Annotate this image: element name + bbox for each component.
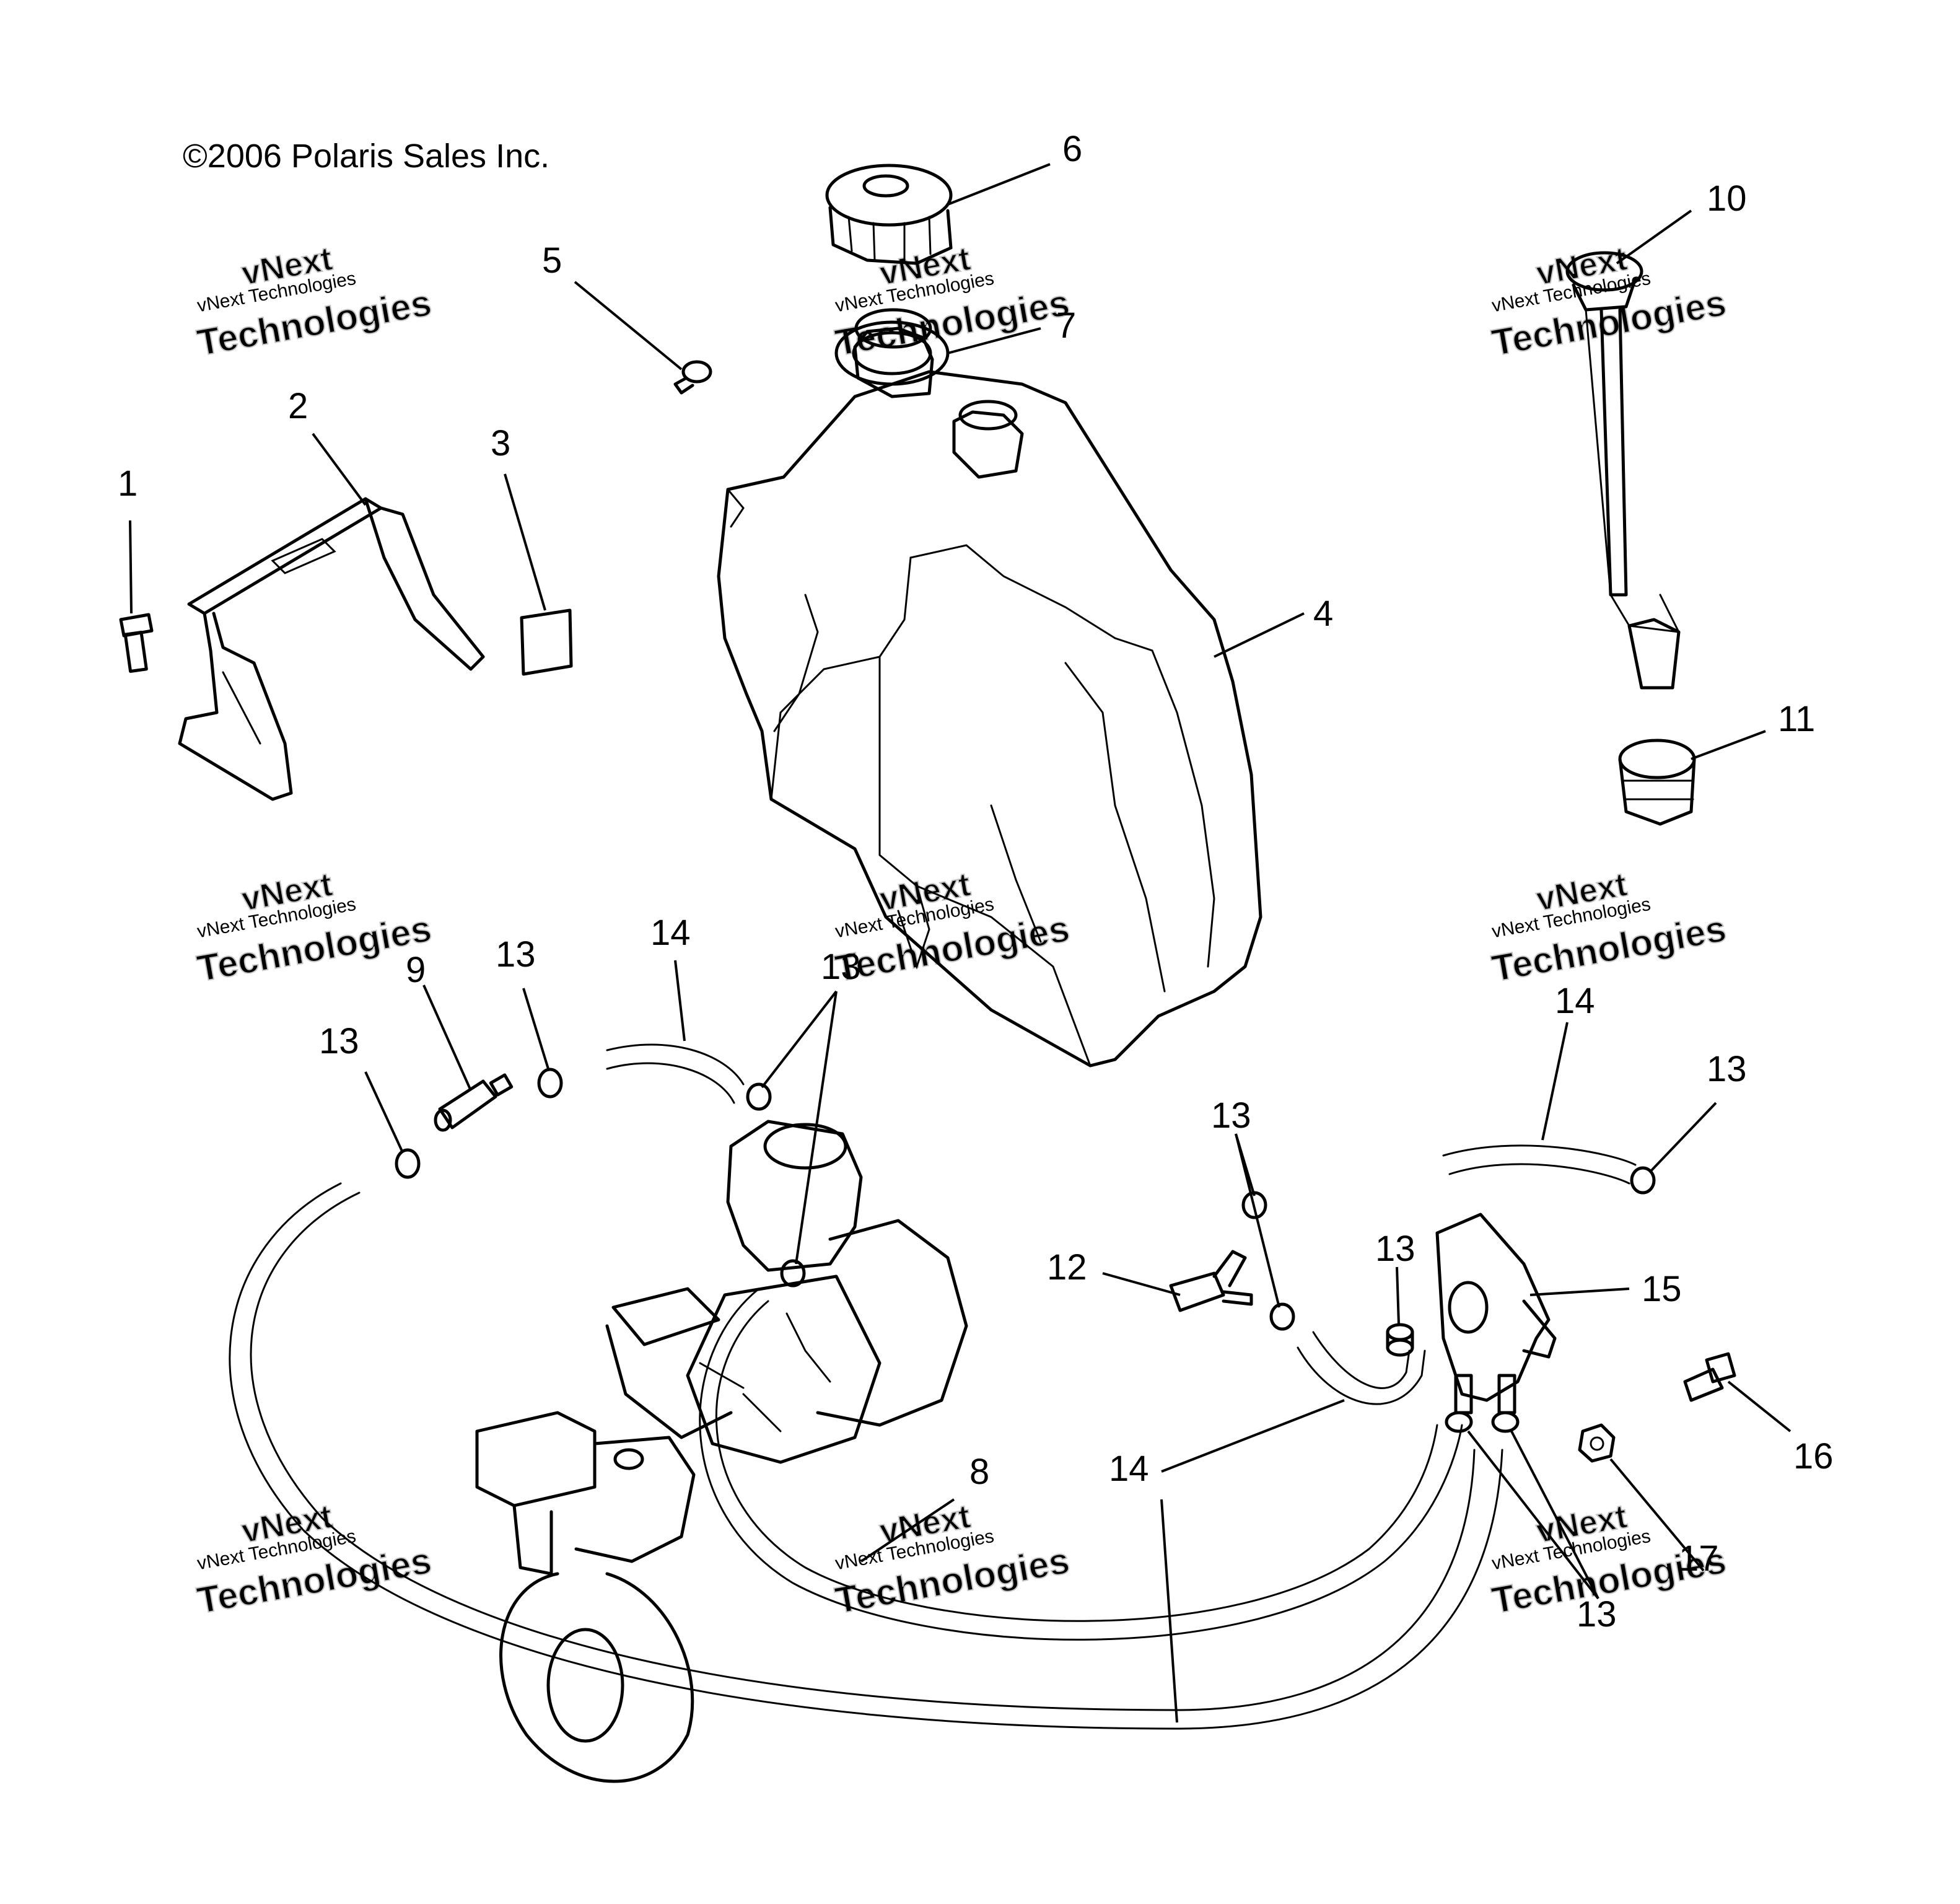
callout-13-f: 13: [1375, 1229, 1415, 1269]
callout-16: 16: [1793, 1436, 1834, 1476]
part-15-fuel-pump: [1435, 1213, 1557, 1415]
part-8-fuel-line: [229, 1182, 1503, 1730]
part-3-pad: [520, 608, 573, 676]
callout-2: 2: [288, 386, 308, 426]
callout-12: 12: [1047, 1247, 1087, 1288]
callout-3: 3: [491, 423, 510, 463]
callout-6: 6: [1062, 129, 1082, 169]
watermark-bottom-left: vNext vNext Technologies Technologies: [193, 1497, 435, 1622]
callout-13-g: 13: [1577, 1594, 1617, 1634]
callout-10: 10: [1707, 178, 1747, 219]
part-10-fuel-sender: [1565, 251, 1681, 690]
callout-9: 9: [406, 950, 426, 990]
watermark-middle-right: vNext vNext Technologies Technologies: [1488, 865, 1730, 990]
watermark-top-left: vNext vNext Technologies Technologies: [193, 239, 435, 364]
part-17-nut: [1578, 1423, 1616, 1463]
part-14-hoses: [606, 1043, 1637, 1405]
callout-17: 17: [1679, 1538, 1719, 1579]
callout-8: 8: [969, 1452, 989, 1492]
callout-13-a: 13: [496, 934, 536, 975]
part-5-screw: [673, 360, 712, 395]
part-16-bolt: [1683, 1352, 1736, 1402]
callout-numbers: 1 2 3 4 5 6 7 8 9 10 11 12 13 13 13 13 1…: [118, 129, 1834, 1634]
throttle-body-assembly: [475, 1120, 968, 1783]
callout-13-d: 13: [1211, 1095, 1251, 1136]
callout-7: 7: [1056, 305, 1076, 346]
part-1-bolt: [119, 613, 154, 673]
part-2-bracket: [178, 497, 485, 801]
part-13-clamps: [395, 1068, 1656, 1433]
leader-lines: [129, 163, 1792, 1723]
part-9-fuel-filter: [434, 1073, 514, 1132]
copyright-notice: ©2006 Polaris Sales Inc.: [183, 138, 549, 175]
callout-11: 11: [1778, 699, 1815, 739]
callout-13-b: 13: [319, 1021, 359, 1061]
callout-4: 4: [1313, 594, 1333, 634]
part-6-fuel-cap: [825, 164, 953, 265]
callout-15: 15: [1642, 1269, 1682, 1309]
part-11-grommet: [1618, 739, 1696, 826]
watermark-middle-left: vNext vNext Technologies Technologies: [193, 865, 435, 990]
part-4-fuel-tank: [717, 308, 1262, 1068]
callout-14-b: 14: [1555, 981, 1595, 1021]
callout-13-e: 13: [1707, 1049, 1747, 1089]
callout-1: 1: [118, 463, 138, 504]
callout-5: 5: [542, 240, 562, 281]
part-12-tee-fitting: [1169, 1250, 1253, 1312]
callout-14-c: 14: [1109, 1449, 1149, 1489]
callout-13-c: 13: [821, 947, 861, 987]
callout-14-a: 14: [650, 913, 691, 953]
